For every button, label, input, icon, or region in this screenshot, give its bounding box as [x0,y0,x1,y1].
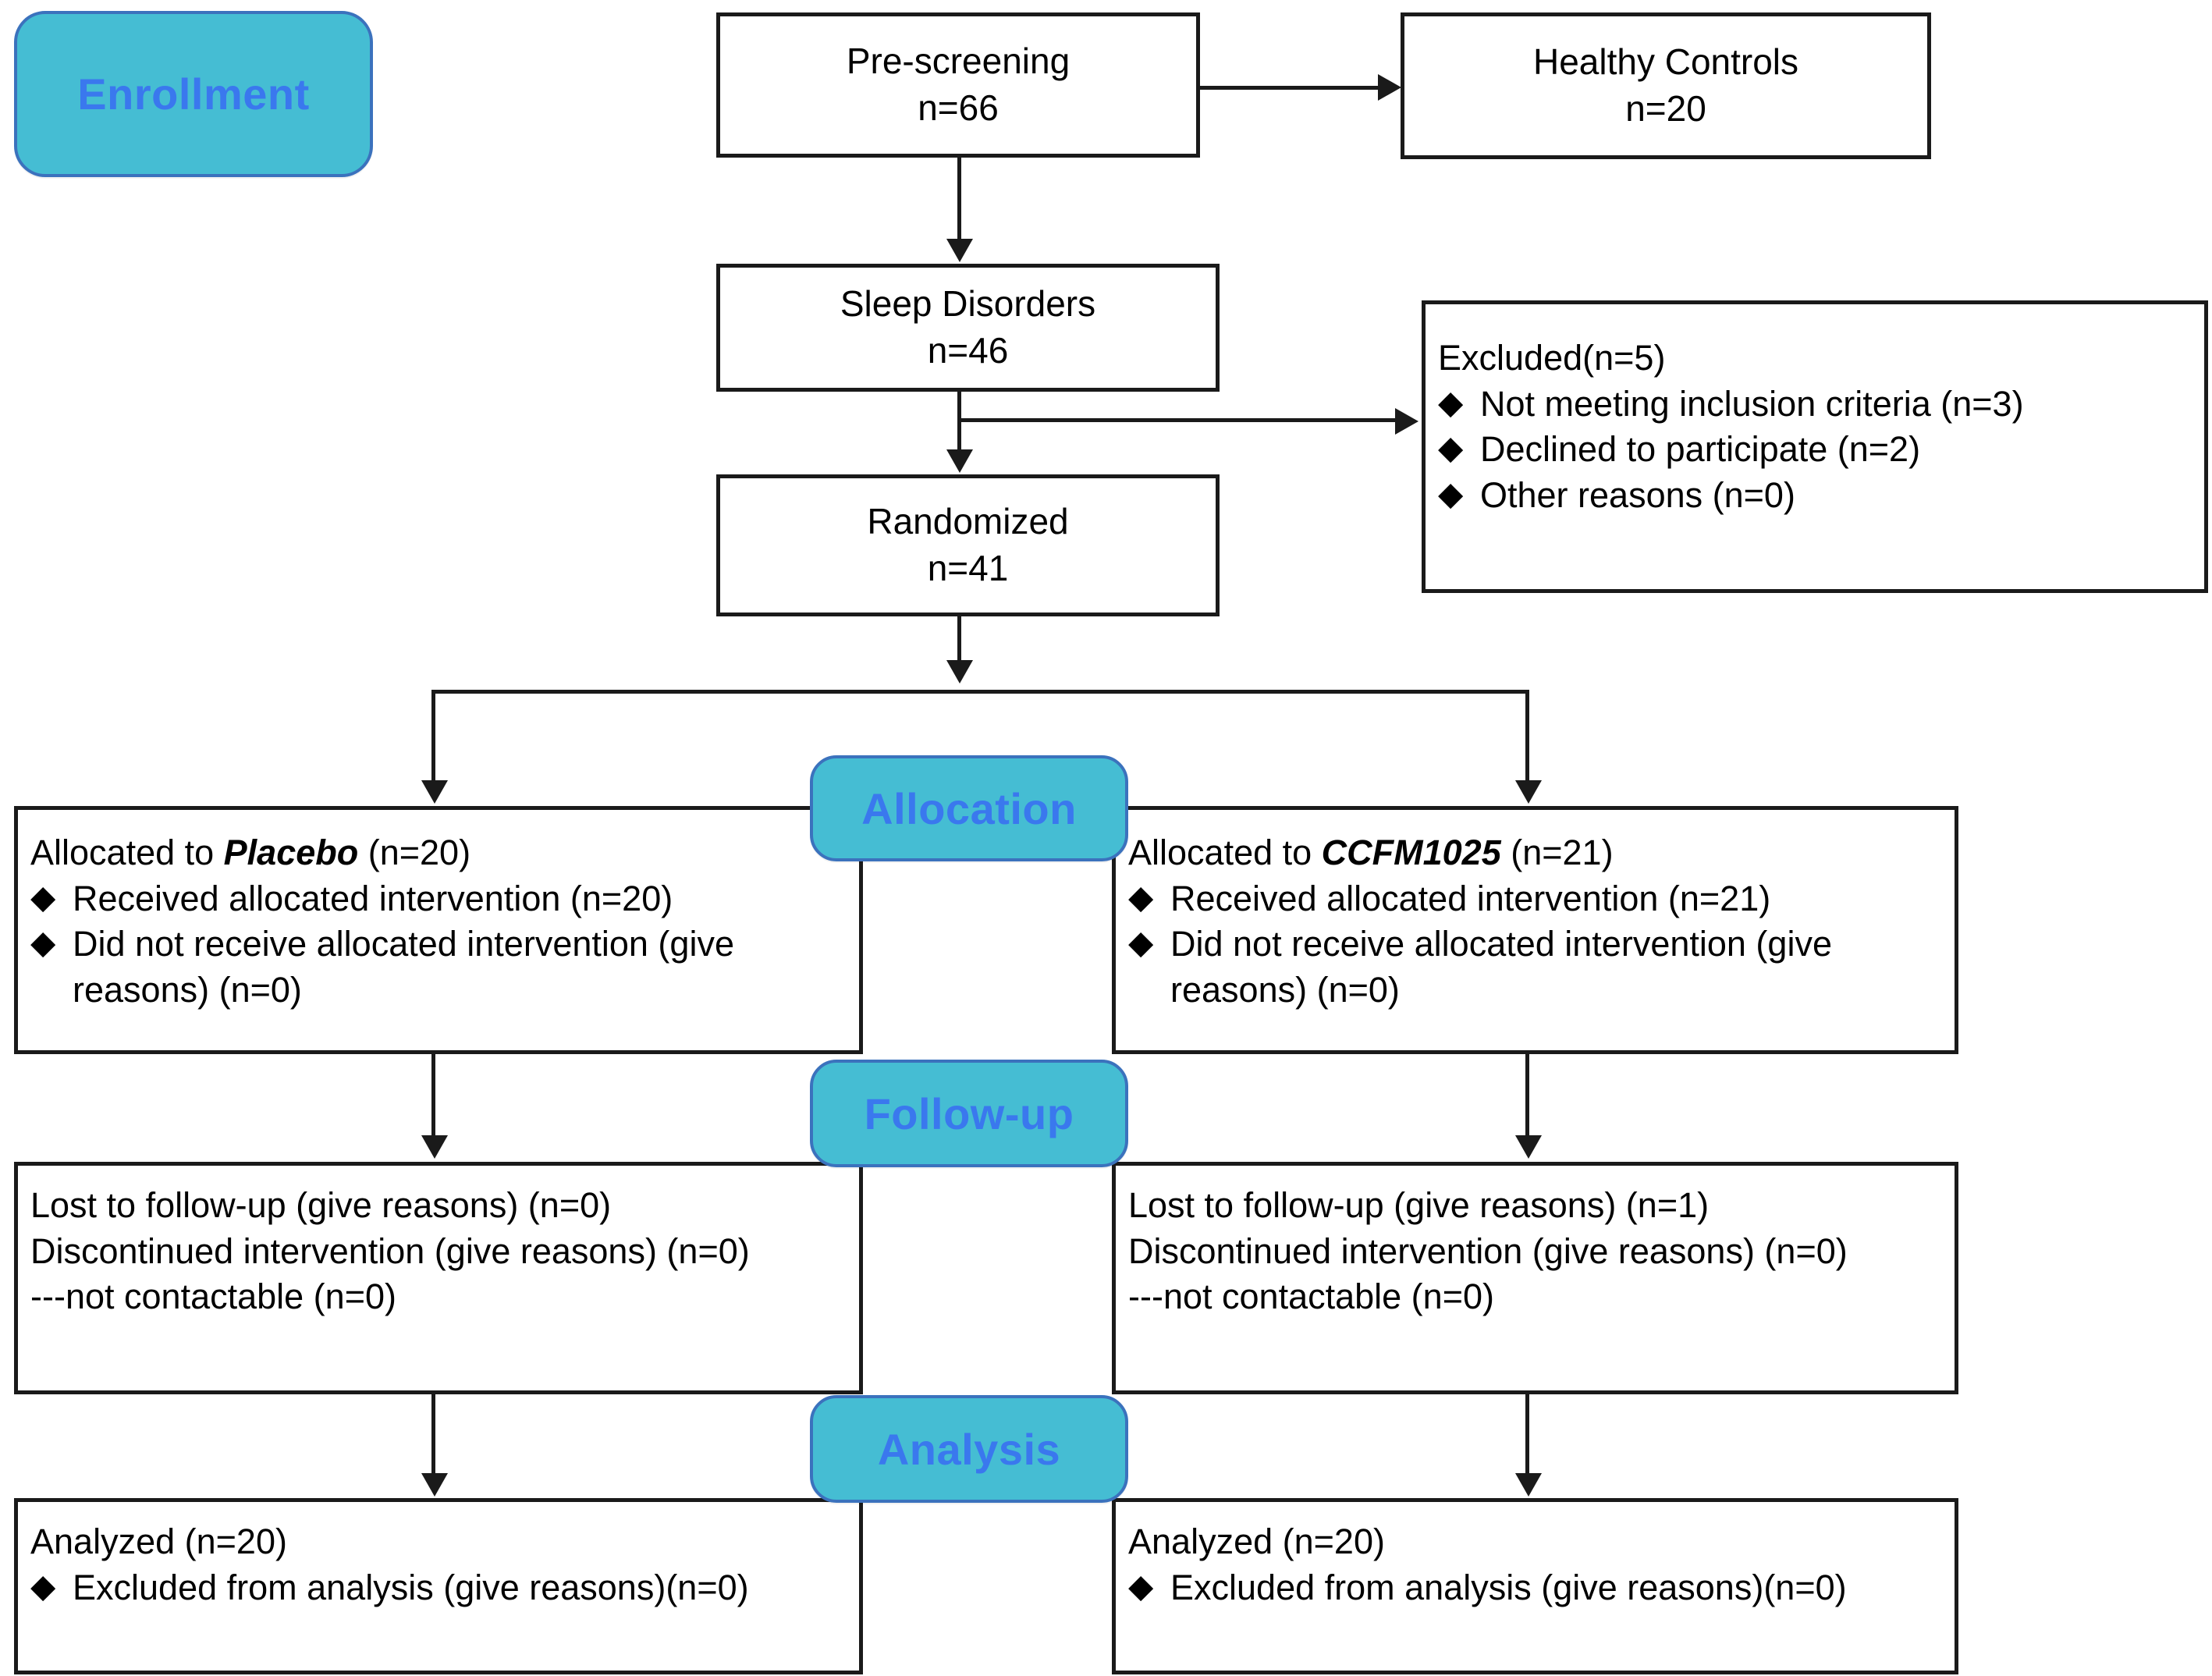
node-randomized-title: Randomized [867,501,1069,542]
diamond-bullet-icon: ◆ [1128,1567,1154,1604]
diamond-bullet-icon: ◆ [30,924,56,961]
node-followup-ccfm1025-line: Lost to follow-up (give reasons) (n=1) [1128,1185,1710,1225]
node-sleep-disorders-count: n=46 [927,330,1009,371]
connector-alloc-left-to-follow [431,1054,435,1138]
node-allocated-ccfm1025-item-label: Did not receive allocated intervention (… [1170,924,1832,1010]
node-excluded-item-label: Not meeting inclusion criteria (n=3) [1480,383,2024,424]
connector-prescreening-to-controls [1200,86,1379,90]
node-allocated-ccfm1025-item-label: Received allocated intervention (n=21) [1170,878,1771,918]
connector-follow-right-to-analysis [1525,1394,1529,1476]
node-excluded-heading: Excluded(n=5) [1438,338,1666,378]
arrowhead-alloc-right-to-follow [1515,1135,1542,1159]
node-pre-screening-count: n=66 [918,87,999,128]
node-excluded-item-label: Other reasons (n=0) [1480,474,1795,515]
alloc-right-heading-pre: Allocated to [1128,833,1322,872]
connector-alloc-right-to-follow [1525,1054,1529,1138]
node-allocated-ccfm1025: Allocated to CCFM1025 (n=21) ◆ Received … [1112,806,1958,1054]
alloc-right-heading-emphasis: CCFM1025 [1321,833,1501,872]
alloc-left-heading-post: (n=20) [358,833,471,872]
node-allocated-placebo-item: ◆ Received allocated intervention (n=20) [30,876,848,922]
connector-randomized-down [957,616,961,679]
node-excluded-item-label: Declined to participate (n=2) [1480,429,1921,469]
connector-sleep-to-excluded [960,418,1397,422]
node-followup-placebo: Lost to follow-up (give reasons) (n=0) D… [14,1162,863,1394]
node-sleep-disorders: Sleep Disorders n=46 [716,264,1220,392]
connector-allocation-left-leg [431,690,435,783]
node-followup-ccfm1025-line: ---not contactable (n=0) [1128,1277,1494,1316]
diamond-bullet-icon: ◆ [30,878,56,915]
connector-follow-left-to-analysis [431,1394,435,1476]
node-analyzed-placebo-heading: Analyzed (n=20) [30,1522,287,1561]
node-followup-placebo-line: Lost to follow-up (give reasons) (n=0) [30,1185,612,1225]
node-analyzed-ccfm1025-item: ◆ Excluded from analysis (give reasons)(… [1128,1565,1944,1611]
arrowhead-randomized-down [946,660,973,684]
node-pre-screening-title: Pre-screening [846,41,1070,82]
node-healthy-controls: Healthy Controls n=20 [1401,12,1931,159]
stage-badge-enrollment-label: Enrollment [77,69,310,119]
alloc-left-heading-emphasis: Placebo [223,833,359,872]
node-excluded-item: ◆ Other reasons (n=0) [1438,473,2193,519]
node-analyzed-ccfm1025-item-label: Excluded from analysis (give reasons)(n=… [1170,1567,1847,1607]
node-excluded: Excluded(n=5) ◆ Not meeting inclusion cr… [1422,300,2208,593]
stage-badge-analysis-label: Analysis [877,1424,1061,1474]
node-healthy-controls-count: n=20 [1625,88,1706,129]
node-followup-ccfm1025-line: Discontinued intervention (give reasons)… [1128,1230,1848,1271]
node-analyzed-placebo: Analyzed (n=20) ◆ Excluded from analysis… [14,1498,863,1674]
node-excluded-item: ◆ Declined to participate (n=2) [1438,427,2193,473]
stage-badge-followup-label: Follow-up [864,1088,1074,1138]
arrowhead-prescreening-to-sleep [946,239,973,262]
arrowhead-allocation-left [421,780,448,804]
stage-badge-enrollment: Enrollment [14,11,373,177]
node-allocated-placebo-item-label: Did not receive allocated intervention (… [73,924,734,1010]
node-allocated-placebo-heading: Allocated to Placebo (n=20) [30,830,848,876]
node-randomized-count: n=41 [927,548,1009,588]
diamond-bullet-icon: ◆ [1128,878,1154,915]
diamond-bullet-icon: ◆ [1438,383,1464,421]
node-randomized: Randomized n=41 [716,474,1220,616]
arrowhead-alloc-left-to-follow [421,1135,448,1159]
arrowhead-sleep-to-excluded [1395,408,1418,435]
arrowhead-follow-right-to-analysis [1515,1473,1542,1497]
node-allocated-placebo: Allocated to Placebo (n=20) ◆ Received a… [14,806,863,1054]
stage-badge-allocation-label: Allocation [861,783,1077,833]
diamond-bullet-icon: ◆ [1438,474,1464,512]
node-analyzed-ccfm1025: Analyzed (n=20) ◆ Excluded from analysis… [1112,1498,1958,1674]
node-pre-screening: Pre-screening n=66 [716,12,1200,158]
node-allocated-placebo-item-label: Received allocated intervention (n=20) [73,878,673,918]
alloc-right-heading-post: (n=21) [1500,833,1614,872]
node-analyzed-placebo-item: ◆ Excluded from analysis (give reasons)(… [30,1565,848,1611]
alloc-left-heading-pre: Allocated to [30,833,224,872]
node-followup-ccfm1025: Lost to follow-up (give reasons) (n=1) D… [1112,1162,1958,1394]
connector-allocation-split [431,690,1529,694]
stage-badge-allocation: Allocation [810,755,1128,861]
diamond-bullet-icon: ◆ [1128,924,1154,961]
node-sleep-disorders-title: Sleep Disorders [840,283,1096,325]
node-allocated-ccfm1025-item: ◆ Received allocated intervention (n=21) [1128,876,1944,922]
stage-badge-followup: Follow-up [810,1060,1128,1167]
node-allocated-ccfm1025-item: ◆ Did not receive allocated intervention… [1128,921,1944,1013]
diamond-bullet-icon: ◆ [30,1567,56,1604]
connector-prescreening-to-sleep [957,158,961,242]
node-analyzed-placebo-item-label: Excluded from analysis (give reasons)(n=… [73,1567,749,1607]
node-allocated-placebo-item: ◆ Did not receive allocated intervention… [30,921,848,1013]
arrowhead-allocation-right [1515,780,1542,804]
connector-allocation-right-leg [1525,690,1529,783]
node-healthy-controls-title: Healthy Controls [1532,41,1799,83]
arrowhead-prescreening-to-controls [1378,74,1401,101]
arrowhead-sleep-to-randomized [946,449,973,473]
diamond-bullet-icon: ◆ [1438,429,1464,466]
node-excluded-item: ◆ Not meeting inclusion criteria (n=3) [1438,382,2193,428]
node-followup-placebo-line: ---not contactable (n=0) [30,1277,396,1316]
arrowhead-follow-left-to-analysis [421,1473,448,1497]
node-analyzed-ccfm1025-heading: Analyzed (n=20) [1128,1522,1385,1561]
node-allocated-ccfm1025-heading: Allocated to CCFM1025 (n=21) [1128,830,1944,876]
node-followup-placebo-line: Discontinued intervention (give reasons)… [30,1230,750,1271]
stage-badge-analysis: Analysis [810,1395,1128,1503]
connector-sleep-to-randomized [957,392,961,453]
